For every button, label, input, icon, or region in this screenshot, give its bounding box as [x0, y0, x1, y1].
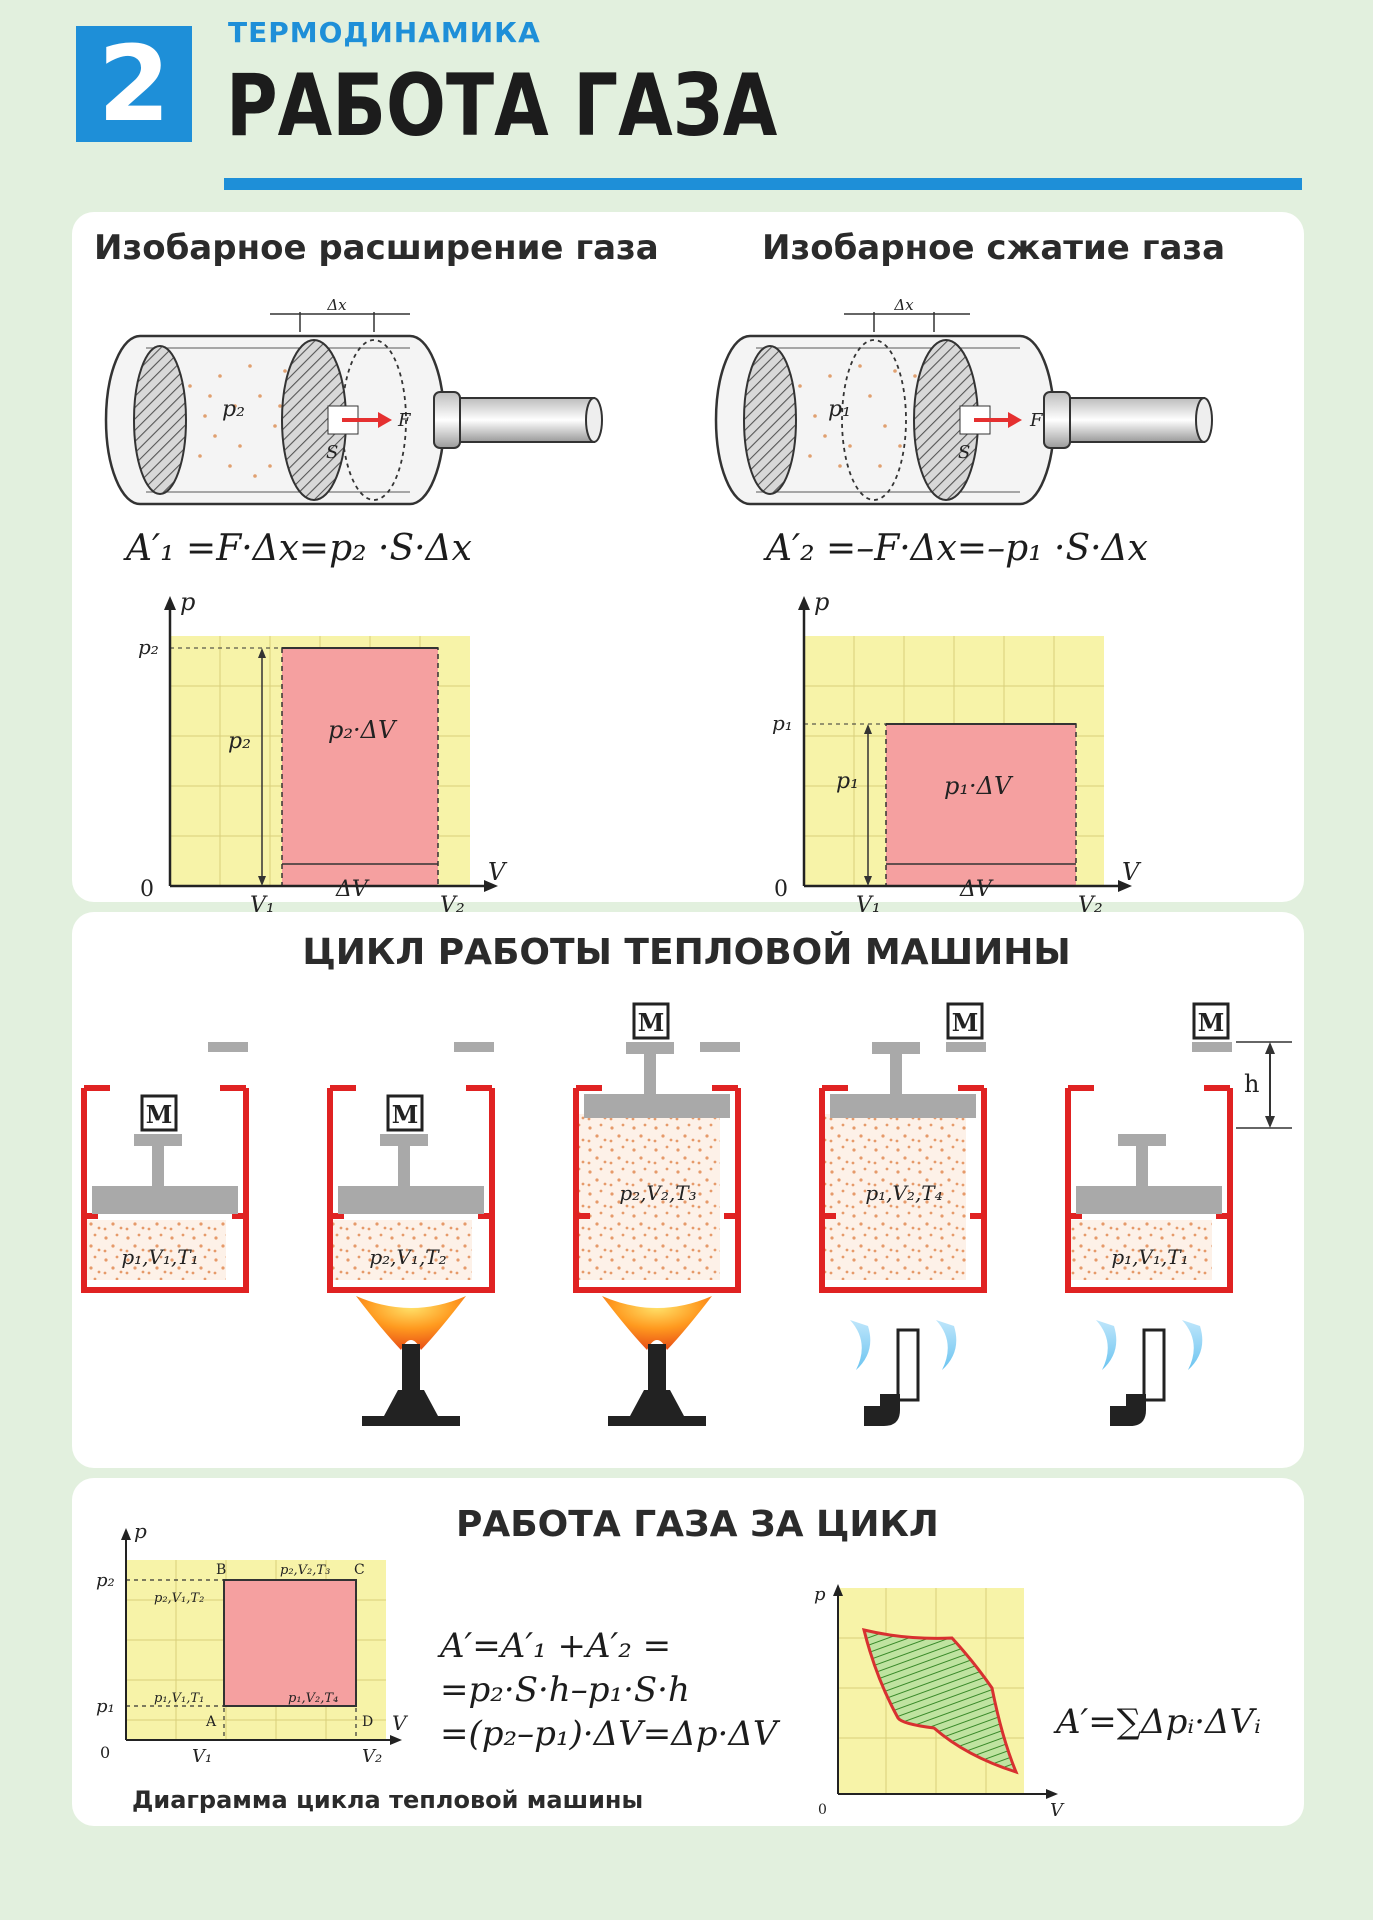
work-area-label: p₂·ΔV	[328, 716, 398, 744]
v1-label: V₁	[192, 1746, 212, 1767]
state-label-5: p₁,V₁,T₁	[1111, 1245, 1188, 1269]
stage-2: M p₂,V₁,T₂	[327, 1042, 495, 1426]
force-label-cyl-right: F	[1029, 410, 1044, 431]
weight-label: M	[952, 1008, 979, 1037]
cycle-work-formula-line2: =p₂·S·h–p₁·S·h	[440, 1670, 690, 1710]
subject-label: ТЕРМОДИНАМИКА	[228, 16, 541, 49]
v2-label: V₂	[362, 1746, 382, 1767]
state-label-3: p₂,V₂,T₃	[619, 1181, 696, 1205]
expansion-work-formula: A′₁ =F·Δx=p₂ ·S·Δx	[126, 528, 472, 569]
burner-flame	[602, 1296, 712, 1350]
p1-label: p₁	[96, 1696, 115, 1717]
origin-label: 0	[140, 877, 154, 902]
dx-label: Δx	[893, 296, 914, 314]
v-axis-label: V	[488, 858, 508, 886]
p-axis-label: p	[134, 1519, 147, 1543]
height-label: h	[1244, 1070, 1259, 1098]
arbitrary-cycle-area	[861, 1627, 1019, 1775]
v2-label: V₂	[1078, 893, 1103, 918]
force-label-cyl-left: F	[397, 410, 412, 431]
work-area-label: p₁·ΔV	[944, 772, 1014, 800]
header-rule	[224, 178, 1302, 190]
weight-label: M	[392, 1100, 419, 1129]
stage-3: M p₂,V₂,T₃	[573, 1002, 741, 1426]
p-axis-label: p	[814, 1584, 826, 1605]
point-b-label: B	[216, 1562, 226, 1578]
expansion-title: Изобарное расширение газа	[94, 228, 659, 268]
sum-work-formula: A′=∑Δpᵢ·ΔVᵢ	[1056, 1702, 1261, 1742]
point-c-label: C	[354, 1562, 365, 1578]
expansion-cylinder-diagram: Δx p₂ S F	[104, 296, 603, 506]
height-dimension	[1236, 1041, 1292, 1129]
stage-5: M p₁,V₁,T₁ h	[1065, 1002, 1292, 1426]
cycle-area	[223, 1579, 357, 1707]
stage-1: M p₁,V₁,T₁	[81, 1042, 249, 1293]
cycle-diagram-caption: Диаграмма цикла тепловой машины	[132, 1786, 644, 1814]
cycle-pv-diagram: p V 0 p₂ p₁ V₁ V₂ A B C D p₂,V₁,T₂ p₂,V₂…	[96, 1519, 409, 1767]
arbitrary-cycle-diagram: p V 0	[814, 1584, 1065, 1821]
cycle-work-formula-line3: =(p₂–p₁)·ΔV=Δp·ΔV	[440, 1714, 778, 1754]
work-area-compression	[885, 723, 1077, 887]
cycle-work-title: РАБОТА ГАЗА ЗА ЦИКЛ	[456, 1504, 939, 1545]
weight-label: M	[1198, 1008, 1225, 1037]
pressure-label-cyl-left: p₂	[222, 397, 245, 422]
origin-label: 0	[774, 877, 788, 902]
v1-label: V₁	[856, 893, 881, 918]
work-area-expansion	[281, 647, 439, 887]
heat-engine-stages: M p₁,V₁,T₁ M p₂,V₁,T₂ M p₂,V₂,	[81, 1002, 1292, 1426]
pressure-label-cyl-right: p₁	[828, 397, 851, 422]
area-label-cyl-left: S	[326, 442, 338, 463]
stage-4: M p₁,V₂,T₄	[819, 1002, 987, 1426]
state-c-label: p₂,V₂,T₃	[280, 1563, 330, 1578]
point-d-label: D	[362, 1714, 373, 1730]
weight-label: M	[638, 1008, 665, 1037]
v1-label: V₁	[250, 893, 275, 918]
p1-tick-label: p₁	[772, 711, 793, 735]
compression-title: Изобарное сжатие газа	[762, 228, 1226, 268]
area-label-cyl-right: S	[958, 442, 970, 463]
cooler-vapor	[850, 1320, 957, 1370]
state-d-label: p₁,V₂,T₄	[288, 1691, 338, 1706]
page-title: РАБОТА ГАЗА	[226, 56, 778, 156]
origin-label: 0	[100, 1743, 110, 1762]
p1-height-label: p₁	[836, 769, 859, 794]
v2-label: V₂	[440, 893, 465, 918]
compression-work-formula: A′₂ =–F·Δx=–p₁ ·S·Δx	[766, 528, 1148, 569]
expansion-pv-graph: p V 0 p₂ p₂ p₂·ΔV V₁ V₂ ΔV	[138, 588, 508, 918]
dv-label: ΔV	[335, 877, 370, 902]
section-number-badge: 2	[76, 26, 192, 142]
state-label-1: p₁,V₁,T₁	[121, 1245, 198, 1269]
point-a-label: A	[205, 1714, 217, 1730]
state-label-4: p₁,V₂,T₄	[865, 1181, 942, 1205]
cycle-work-formula-line1: A′=A′₁ +A′₂ =	[440, 1626, 672, 1666]
p-axis-label: p	[180, 588, 195, 616]
compression-pv-graph: p V 0 p₁ p₁ p₁·ΔV V₁ V₂ ΔV	[772, 588, 1142, 918]
p-axis-label: p	[814, 588, 829, 616]
dv-label: ΔV	[959, 877, 994, 902]
p2-label: p₂	[96, 1570, 115, 1591]
cycle-title: ЦИКЛ РАБОТЫ ТЕПЛОВОЙ МАШИНЫ	[302, 932, 1071, 973]
v-axis-label: V	[1122, 858, 1142, 886]
p2-height-label: p₂	[228, 729, 251, 754]
state-a-label: p₁,V₁,T₁	[154, 1691, 204, 1706]
state-label-2: p₂,V₁,T₂	[369, 1245, 446, 1269]
dx-marker	[844, 312, 970, 332]
state-b-label: p₂,V₁,T₂	[154, 1591, 204, 1606]
burner-flame	[356, 1296, 466, 1350]
v-axis-label: V	[392, 1711, 409, 1735]
origin-label: 0	[818, 1802, 827, 1818]
gas-particles-left	[188, 364, 292, 478]
compression-cylinder-diagram: Δx p₁ S F	[714, 296, 1213, 506]
weight-label: M	[146, 1100, 173, 1129]
dx-label: Δx	[326, 296, 347, 314]
cooler-vapor	[1096, 1320, 1203, 1370]
p2-tick-label: p₂	[138, 635, 159, 659]
v-axis-label: V	[1050, 1800, 1065, 1821]
dx-marker	[270, 312, 410, 332]
